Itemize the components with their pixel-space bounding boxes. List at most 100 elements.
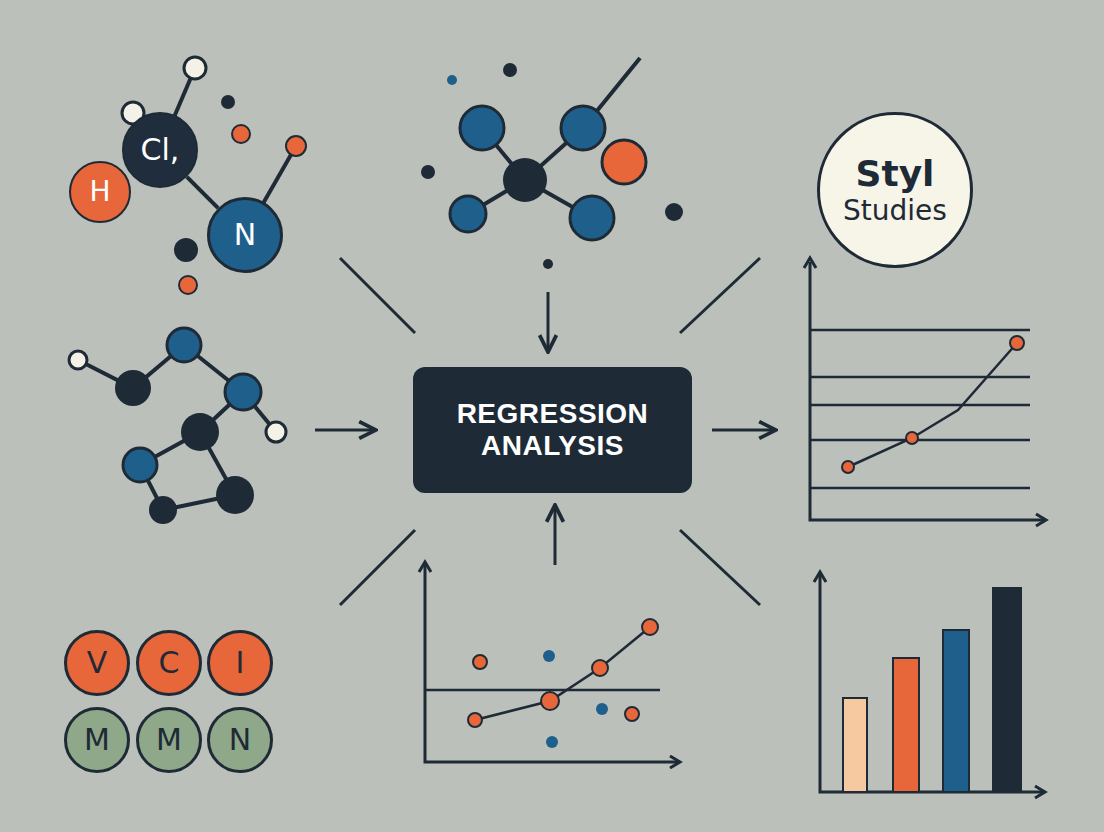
atom	[225, 374, 261, 410]
badge-circle-fill	[819, 114, 972, 267]
atom-circle: N	[207, 197, 283, 273]
badge-circle: StylStudies	[817, 112, 973, 268]
text-group: M	[136, 707, 202, 773]
element-circle-fill	[209, 709, 272, 772]
text-group: Cl,	[122, 112, 198, 188]
bar	[843, 698, 867, 792]
text-group: N	[207, 707, 273, 773]
atom	[561, 106, 605, 150]
bar	[893, 658, 919, 792]
text-group: V	[64, 630, 130, 696]
data-point	[543, 650, 555, 662]
atom	[543, 259, 553, 269]
axis-arrow	[670, 756, 680, 768]
molecule-left	[69, 328, 286, 524]
atom	[570, 196, 614, 240]
chart-axes	[820, 572, 1045, 792]
trend-line	[475, 627, 650, 720]
node-label: M	[156, 723, 182, 758]
atom	[232, 125, 250, 143]
bar	[943, 630, 969, 792]
text-group: H	[69, 161, 131, 223]
flow-arrow	[315, 429, 376, 432]
atom	[460, 106, 504, 150]
atom	[69, 351, 87, 369]
element-circle: V	[64, 630, 130, 696]
grid-line	[810, 376, 1030, 379]
atom	[149, 496, 177, 524]
data-point	[842, 461, 854, 473]
grid-line	[810, 404, 1030, 407]
node-label: N	[229, 723, 251, 758]
data-point	[541, 692, 559, 710]
guide-line	[340, 530, 415, 605]
atom	[421, 165, 435, 179]
flow-arrows	[315, 292, 776, 565]
atom	[447, 75, 457, 85]
atom-circle-fill	[70, 162, 130, 222]
bar-chart	[814, 572, 1045, 798]
data-point	[596, 703, 608, 715]
data-point	[473, 655, 487, 669]
grid-line	[425, 689, 660, 692]
axis-arrow	[1036, 514, 1046, 526]
grid-line	[810, 487, 1030, 490]
data-point	[468, 713, 482, 727]
atom-circle-fill	[123, 113, 197, 187]
element-circle-fill	[66, 632, 129, 695]
node-label: Cl,	[141, 133, 180, 168]
data-point	[1010, 336, 1024, 350]
atom	[184, 57, 206, 79]
node-label: I	[236, 646, 245, 681]
text-group: I	[207, 630, 273, 696]
line-chart	[804, 258, 1046, 526]
element-circle: I	[207, 630, 273, 696]
data-point	[592, 660, 608, 676]
node-sublabel: Studies	[843, 195, 947, 227]
atom	[179, 276, 197, 294]
process-box-fill	[413, 367, 692, 493]
bond-line	[187, 177, 218, 208]
node-label: N	[234, 218, 256, 253]
atom	[503, 158, 547, 202]
atom	[266, 422, 286, 442]
atom	[665, 203, 683, 221]
node-label: Styl	[856, 153, 935, 194]
element-circle-fill	[66, 709, 129, 772]
guide-line	[340, 258, 415, 333]
axis-arrow	[814, 572, 826, 582]
element-circle-fill	[138, 632, 201, 695]
text-group: M	[64, 707, 130, 773]
element-circle: M	[136, 707, 202, 773]
atom-circle-fill	[209, 199, 282, 272]
node-label: C	[159, 646, 180, 681]
data-line	[848, 343, 1017, 467]
flow-arrow	[554, 505, 557, 565]
atom	[167, 328, 201, 362]
node-label: M	[84, 723, 110, 758]
atom	[115, 370, 151, 406]
guide-lines	[340, 258, 760, 605]
atom	[503, 63, 517, 77]
atom	[123, 448, 157, 482]
element-circle: N	[207, 707, 273, 773]
node-label: REGRESSION ANALYSIS	[428, 398, 677, 462]
data-point	[906, 432, 918, 444]
grid-line	[810, 329, 1030, 332]
text-group: StylStudies	[817, 112, 973, 268]
process-box: REGRESSION ANALYSIS	[413, 367, 692, 493]
element-circle-fill	[209, 632, 272, 695]
data-point	[642, 619, 658, 635]
node-label: H	[89, 176, 110, 208]
flow-arrow	[547, 292, 550, 352]
axis-arrow	[1035, 786, 1045, 798]
axis-arrow	[419, 562, 431, 572]
atom	[602, 140, 646, 184]
element-circle: C	[136, 630, 202, 696]
guide-line	[680, 530, 760, 605]
molecule-top-left	[122, 57, 306, 294]
data-point	[625, 707, 639, 721]
text-group: C	[136, 630, 202, 696]
atom	[174, 238, 198, 262]
